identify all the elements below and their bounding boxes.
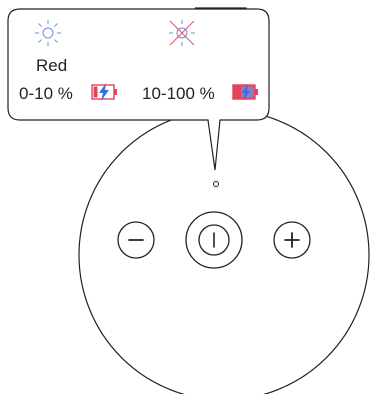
- battery-range-high: 10-100 %: [142, 84, 215, 103]
- minus-button[interactable]: [117, 221, 155, 259]
- device-top-strip: [195, 7, 247, 20]
- plus-icon: [284, 232, 300, 248]
- battery-range-low: 0-10 %: [19, 84, 73, 103]
- power-button[interactable]: [185, 211, 243, 269]
- plus-button[interactable]: [273, 221, 311, 259]
- indicator-led: [213, 181, 219, 187]
- mode-label: Red: [36, 56, 68, 75]
